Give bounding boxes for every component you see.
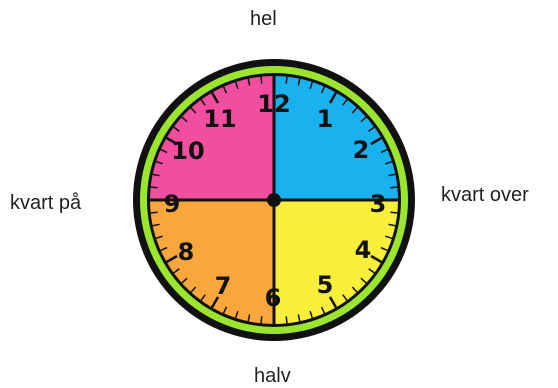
hour-number-12: 12 [257, 90, 290, 118]
minute-tick [151, 212, 158, 213]
hour-number-6: 6 [265, 284, 282, 312]
center-dot [267, 193, 281, 207]
hour-number-2: 2 [353, 136, 370, 164]
minute-tick [286, 316, 287, 323]
hour-number-10: 10 [171, 137, 204, 165]
minute-tick [261, 77, 262, 84]
minute-tick [151, 187, 158, 188]
hour-number-5: 5 [317, 271, 334, 299]
minute-tick [390, 212, 397, 213]
hour-number-9: 9 [164, 190, 181, 218]
minute-tick [390, 187, 397, 188]
hour-number-7: 7 [215, 272, 232, 300]
minute-tick [261, 316, 262, 323]
hour-number-3: 3 [370, 190, 387, 218]
hour-number-8: 8 [178, 238, 195, 266]
hour-number-1: 1 [317, 105, 334, 133]
hour-number-4: 4 [355, 236, 372, 264]
minute-tick [286, 77, 287, 84]
hour-number-11: 11 [203, 105, 236, 133]
